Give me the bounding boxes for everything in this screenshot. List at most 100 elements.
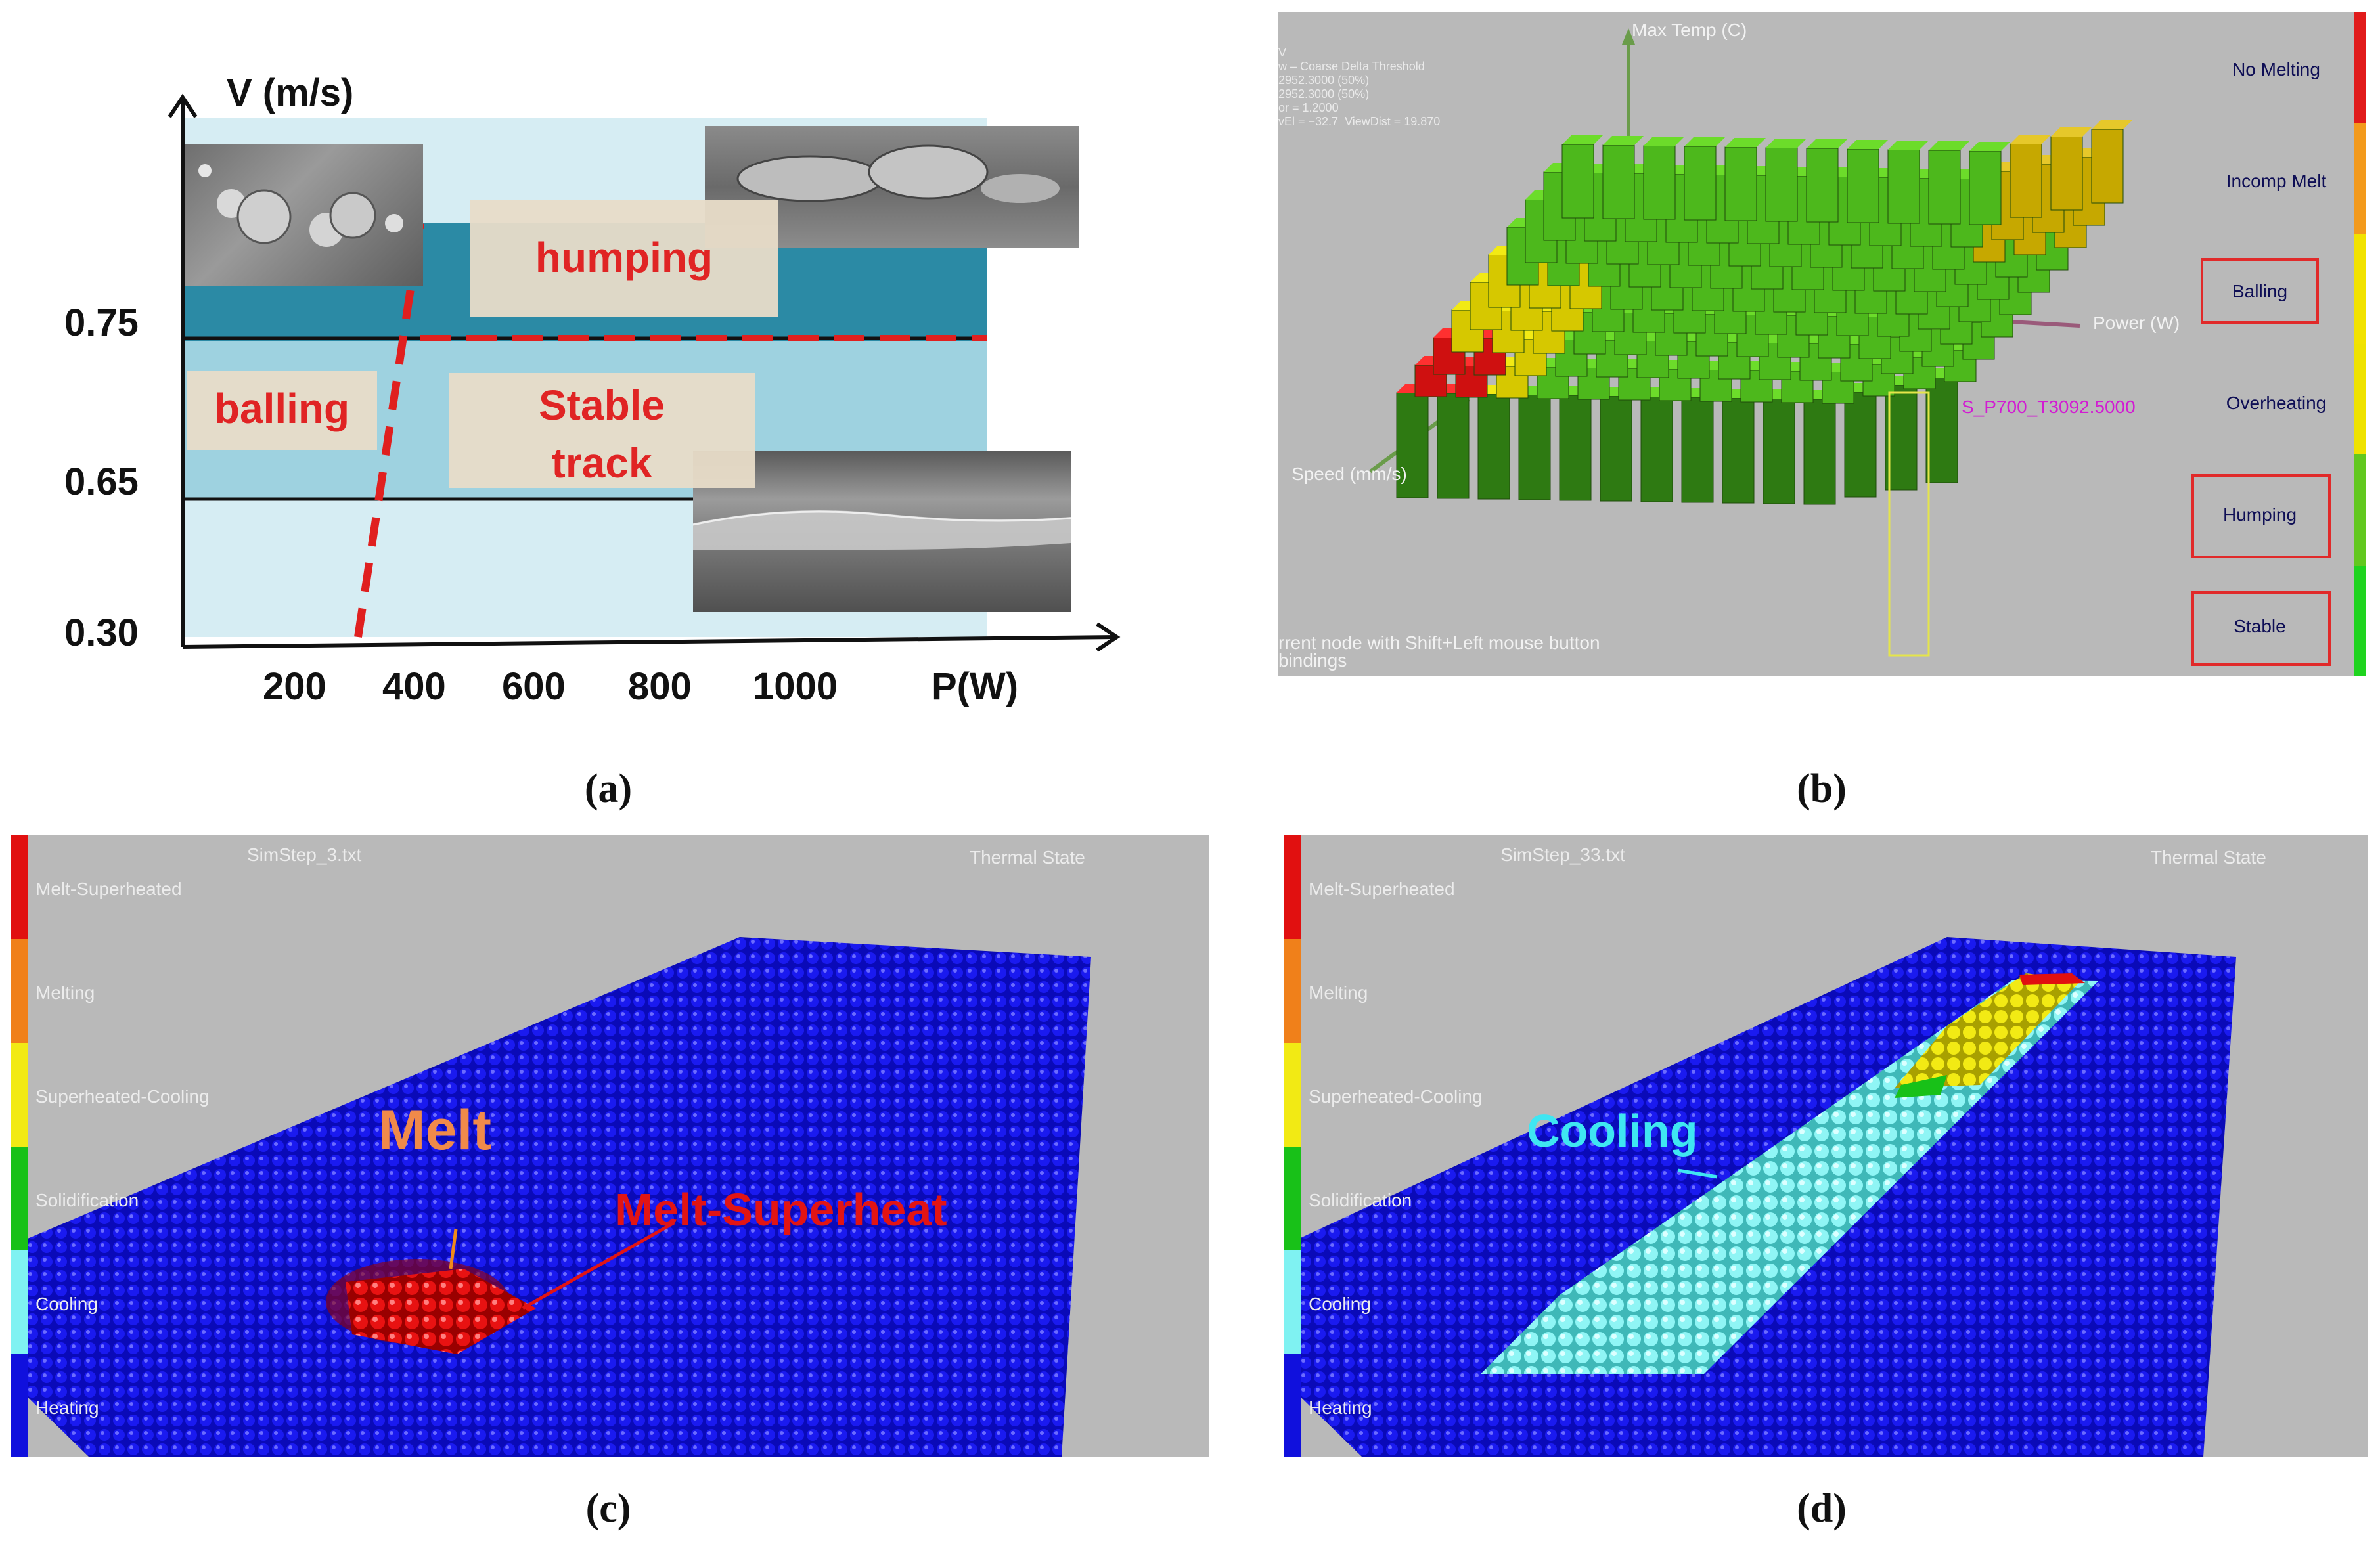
legend-swatch-melt-superheated [11, 835, 28, 939]
thermal-state-title-d: Thermal State [2151, 847, 2266, 868]
footer-hint-2: bindings [1278, 650, 1347, 671]
legend-label-melt-superheated: Melt-Superheated [35, 879, 182, 899]
legend-swatch-cooling [11, 1250, 28, 1354]
x-tick-200: 200 [263, 665, 326, 708]
legend-swatch-heating-d [1284, 1354, 1301, 1457]
legend-label-cooling: Cooling [35, 1294, 98, 1314]
legend-swatch-overheating [2354, 344, 2366, 454]
legend-label-cooling-d: Cooling [1309, 1294, 1371, 1314]
process-bar-top [1644, 137, 1684, 146]
speed-axis-label: Speed (mm/s) [1291, 464, 1407, 484]
legend-swatch-heating [11, 1354, 28, 1457]
y-tick-075: 0.75 [64, 301, 139, 344]
y-tick-065: 0.65 [64, 460, 139, 503]
legend-swatch-cooling-d [1284, 1250, 1301, 1354]
x-axis-label: P(W) [932, 665, 1019, 708]
selected-node-wireframe [1888, 391, 1930, 657]
melt-callout: Melt [378, 1099, 491, 1162]
legend-swatch-melting-d [1284, 939, 1301, 1043]
process-bar [1518, 394, 1551, 500]
z-axis-label: Max Temp (C) [1632, 20, 1747, 40]
solidification-zone [1895, 1075, 1947, 1098]
melt-arrow [449, 1229, 458, 1269]
process-bar-top [1684, 137, 1725, 146]
process-bar [2050, 136, 2083, 211]
balling-label: balling [213, 385, 350, 432]
power-axis-label: Power (W) [2093, 313, 2180, 333]
legend-swatch-melting [11, 939, 28, 1043]
legend-highlight-stable [2191, 591, 2331, 666]
humping-label-box [470, 200, 778, 317]
process-legend: No Melting Incomp Melt Balling Overheati… [2189, 12, 2366, 676]
process-bar-top [1807, 139, 1847, 148]
process-bar [1477, 393, 1510, 500]
legend-label-melting: Melting [35, 982, 95, 1003]
process-bar [1561, 144, 1594, 219]
powder-bed-c [11, 937, 1091, 1457]
melt-front [2019, 973, 2085, 985]
process-bar-top [1929, 141, 1969, 150]
legend-label-no-melting: No Melting [2232, 59, 2320, 79]
legend-label-superheated-cooling-d: Superheated-Cooling [1309, 1086, 1483, 1107]
sem-image-stable-track [693, 451, 1071, 612]
x-tick-1000: 1000 [753, 665, 838, 708]
legend-label-overheating: Overheating [2226, 393, 2327, 413]
x-tick-800: 800 [628, 665, 692, 708]
process-map-plot [168, 93, 1121, 652]
melt-superheat-callout: Melt-Superheat [615, 1184, 947, 1235]
process-bar-top [2092, 120, 2132, 129]
cooling-callout: Cooling [1527, 1105, 1698, 1156]
process-bar [1684, 146, 1717, 221]
panel-d-thermal-state-sim: Melt-Superheated Melting Superheated-Coo… [1284, 835, 2368, 1457]
sem-image-balling [185, 144, 423, 286]
process-bar [1559, 395, 1592, 501]
process-bar [1887, 149, 1920, 224]
stable-track-label-line2: track [551, 439, 652, 487]
legend-swatch-no-melting [2354, 12, 2366, 123]
legend-swatch-solidification-d [1284, 1147, 1301, 1250]
stable-track-label-line1: Stable [538, 382, 665, 429]
process-bar [1396, 392, 1429, 498]
panel-c-thermal-state-sim: Melt-Superheated Melting Superheated-Coo… [11, 835, 1209, 1457]
legend-label-heating-d: Heating [1309, 1398, 1372, 1418]
legend-swatch-stable [2354, 566, 2366, 676]
superheat-arrow [522, 1221, 675, 1310]
caption-a: (a) [584, 766, 633, 811]
sim-step-title-c: SimStep_3.txt [247, 845, 362, 865]
legend-label-melt-superheated-d: Melt-Superheated [1309, 879, 1455, 899]
powder-bed-d [1284, 937, 2236, 1457]
process-bar-top [1562, 135, 1603, 144]
process-bar [1640, 396, 1673, 502]
legend-swatch-incomp-melt [2354, 123, 2366, 234]
legend-swatch-melt-superheated-d [1284, 835, 1301, 939]
legend-label-heating: Heating [35, 1398, 99, 1418]
legend-label-melting-d: Melting [1309, 982, 1368, 1003]
stable-track-label-box [449, 373, 755, 488]
y-axis-arrow [168, 93, 198, 118]
process-bar [1925, 377, 1958, 483]
process-bar [2091, 129, 2124, 204]
sim-step-title-d: SimStep_33.txt [1500, 845, 1625, 865]
process-bar [1600, 395, 1632, 502]
process-bar [1806, 148, 1839, 223]
caption-d: (d) [1797, 1486, 1847, 1531]
legend-highlight-balling [2201, 258, 2319, 324]
process-bar-top [1725, 138, 1766, 147]
legend-swatch-superheated-cooling [11, 1043, 28, 1147]
balling-boundary-line [354, 223, 424, 638]
legend-swatch-superheated-cooling-d [1284, 1043, 1301, 1147]
caption-c: (c) [585, 1486, 631, 1531]
legend-label-stable: Stable [2234, 616, 2286, 636]
process-bar [1969, 150, 2002, 225]
process-bar [1602, 144, 1635, 219]
process-bar-top [1603, 136, 1644, 145]
melt-pool [346, 1269, 536, 1354]
process-bar-top [2051, 127, 2092, 137]
legend-label-humping: Humping [2222, 504, 2297, 525]
x-axis-arrow [1096, 622, 1121, 652]
process-bar [1803, 399, 1836, 505]
caption-b: (b) [1797, 766, 1847, 811]
legend-label-solidification: Solidification [35, 1190, 139, 1210]
process-bar [1765, 147, 1798, 222]
